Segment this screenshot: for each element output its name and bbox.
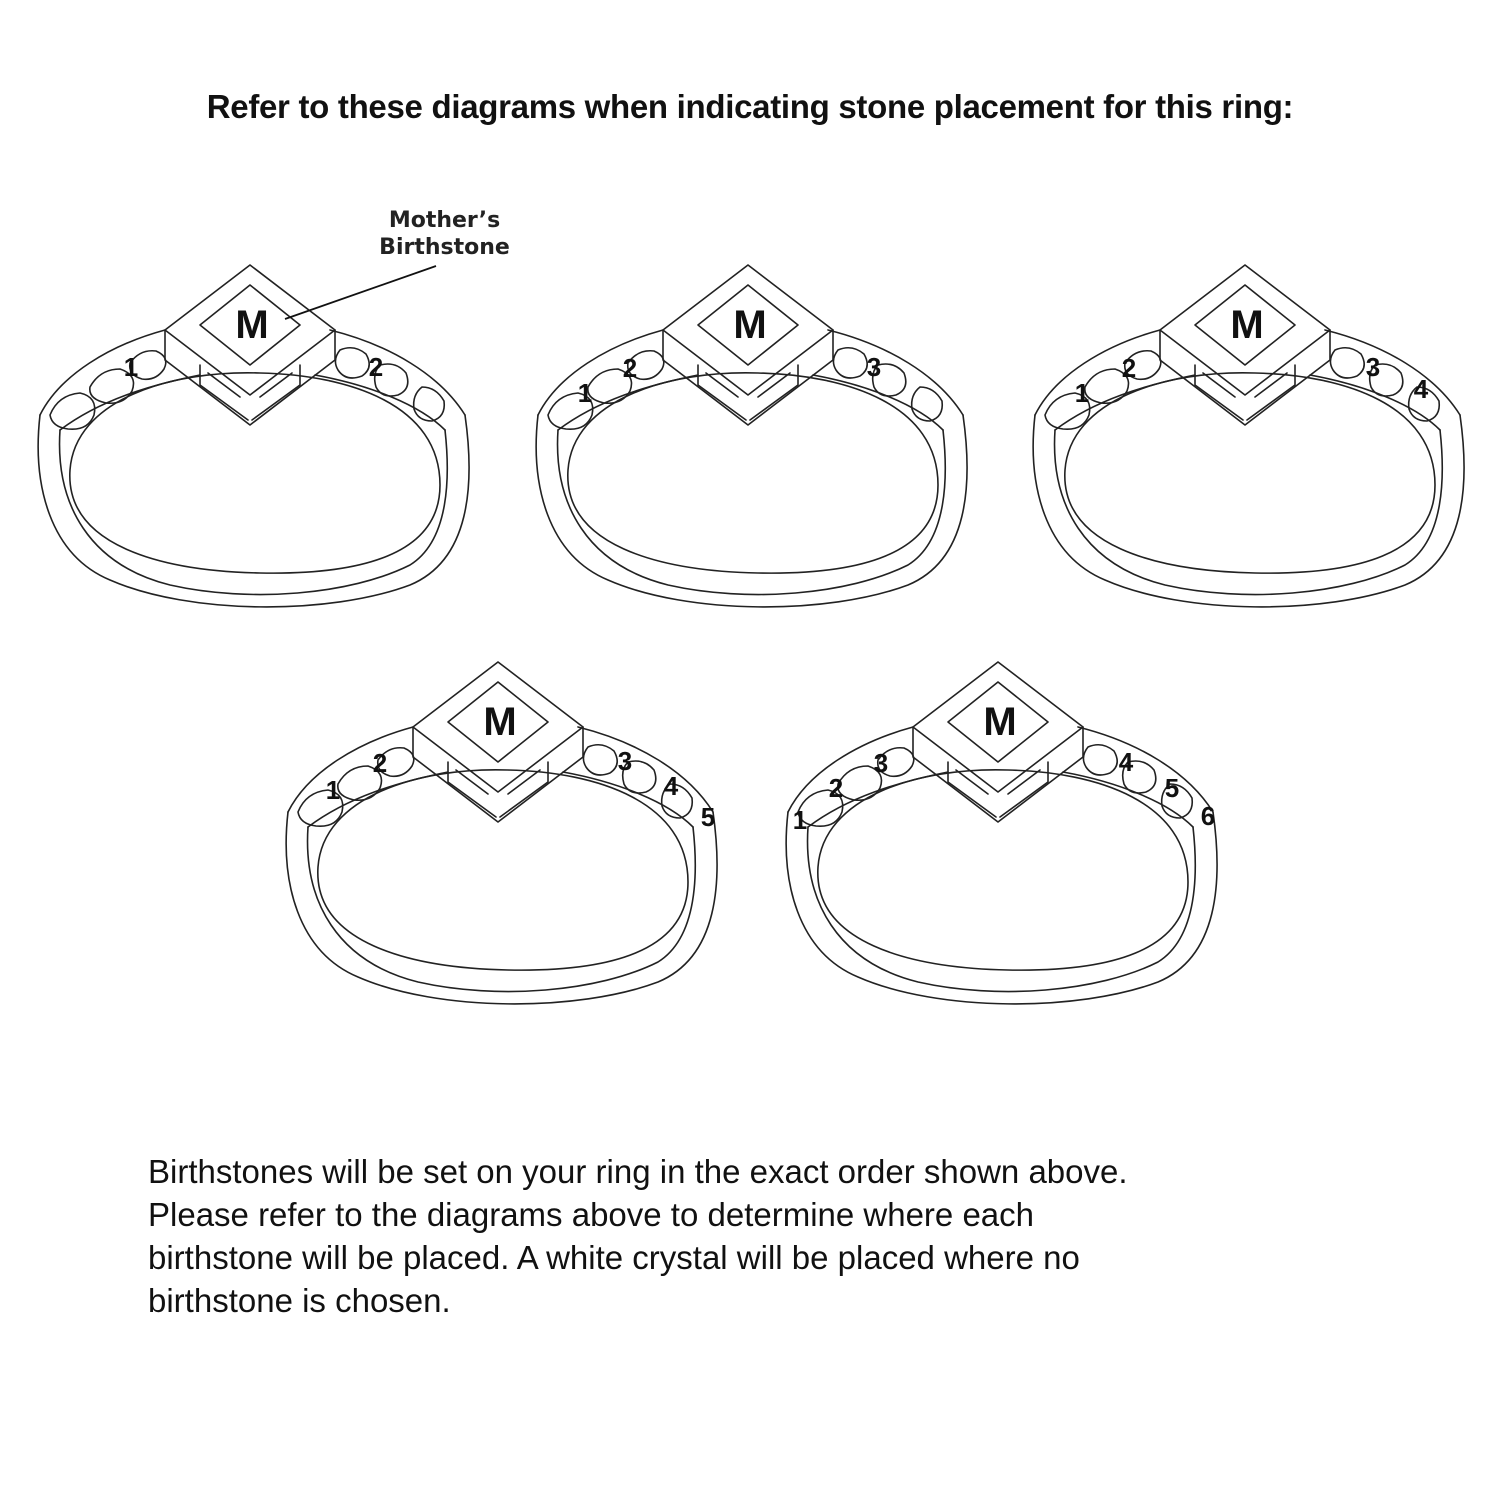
stone-label-6: 6 — [1200, 801, 1216, 831]
note-line-1: Birthstones will be set on your ring in … — [148, 1153, 1128, 1190]
center-stone-label: M — [983, 700, 1017, 744]
note-line-4: birthstone is chosen. — [148, 1282, 451, 1319]
stone-label-2: 2 — [1121, 353, 1137, 383]
stone-label-3: 3 — [1365, 352, 1381, 382]
placement-note: Birthstones will be set on your ring in … — [148, 1150, 1368, 1322]
page-heading: Refer to these diagrams when indicating … — [206, 88, 1294, 125]
center-stone-label: M — [1230, 303, 1264, 347]
stone-label-1: 1 — [792, 805, 808, 835]
callout-line-2: Birthstone — [379, 235, 510, 260]
stone-label-1: 1 — [577, 378, 593, 408]
callout-line-1: Mother’s — [388, 208, 501, 233]
stone-label-2: 2 — [372, 748, 388, 778]
stone-label-4: 4 — [1118, 747, 1134, 777]
center-stone-label: M — [733, 303, 767, 347]
note-line-2: Please refer to the diagrams above to de… — [148, 1196, 1035, 1233]
stone-label-3: 3 — [617, 746, 633, 776]
stone-label-4: 4 — [1413, 374, 1429, 404]
stone-label-1: 1 — [123, 352, 139, 382]
center-stone-label: M — [235, 303, 269, 347]
ring-diagram-6-stones: M 1 2 3 4 5 6 — [778, 652, 1258, 1032]
ring-diagram-4-stones: M 1 2 3 4 — [1025, 255, 1500, 635]
stone-label-3: 3 — [866, 352, 882, 382]
stone-label-5: 5 — [1164, 773, 1180, 803]
stone-label-2: 2 — [368, 352, 384, 382]
center-stone-label: M — [483, 700, 517, 744]
stone-label-2: 2 — [622, 353, 638, 383]
stone-label-1: 1 — [325, 775, 341, 805]
stone-label-1: 1 — [1074, 378, 1090, 408]
note-line-3: birthstone will be placed. A white cryst… — [148, 1239, 1080, 1276]
stone-label-5: 5 — [700, 802, 716, 832]
ring-diagram-3-stones: M 1 2 3 — [528, 255, 1008, 635]
mothers-birthstone-callout: Mother’s Birthstone — [372, 207, 517, 261]
stone-label-4: 4 — [663, 771, 679, 801]
stone-label-2: 2 — [828, 773, 844, 803]
ring-diagram-2-stones: M 1 2 — [30, 255, 510, 635]
ring-diagram-5-stones: M 1 2 3 4 5 — [278, 652, 758, 1032]
stone-label-3: 3 — [873, 748, 889, 778]
